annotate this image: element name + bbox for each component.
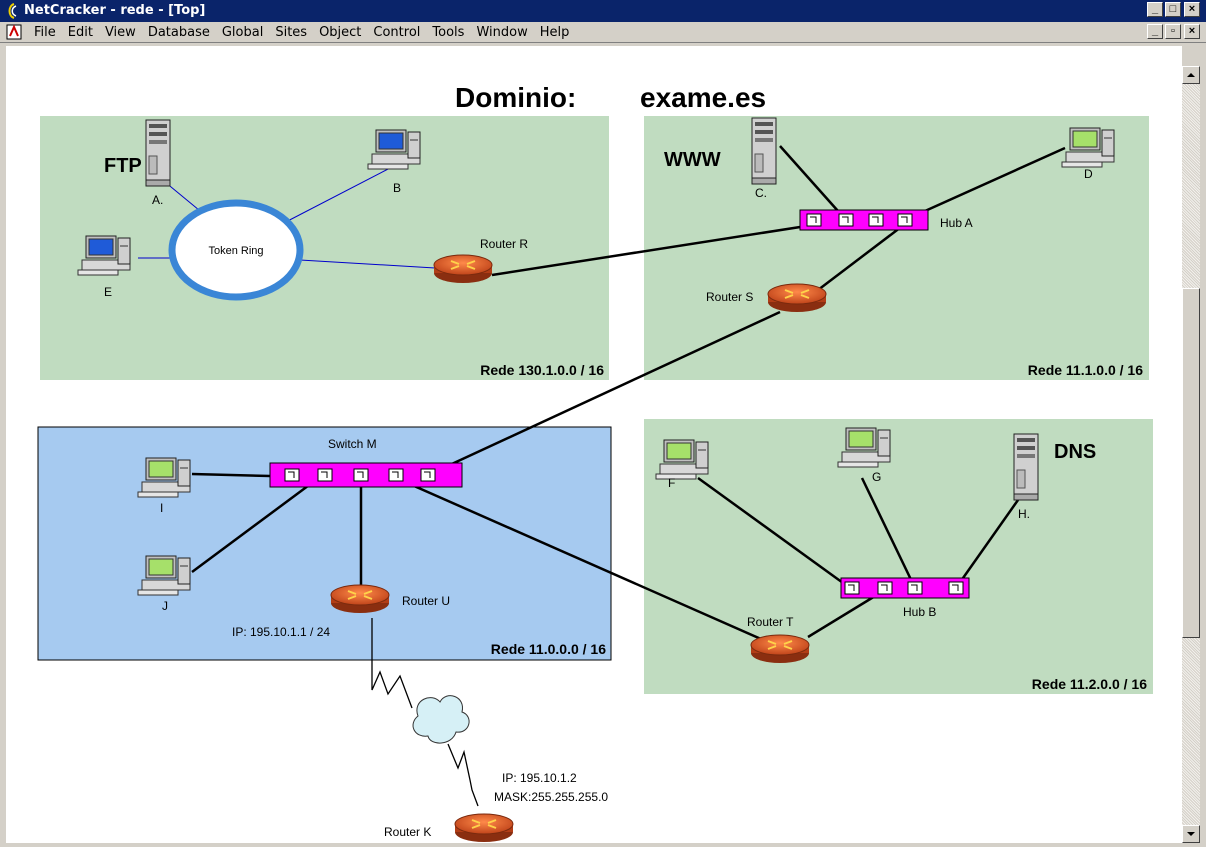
- menu-control[interactable]: Control: [373, 25, 421, 40]
- pc-j-icon[interactable]: [137, 555, 191, 596]
- mdi-restore-button[interactable]: ▫: [1165, 24, 1181, 39]
- segment-130-1[interactable]: [40, 116, 609, 380]
- router-t-icon[interactable]: [750, 634, 810, 664]
- menu-tools[interactable]: Tools: [432, 25, 465, 40]
- host-i-label: I: [160, 501, 163, 515]
- router-k-label: Router K: [384, 825, 431, 839]
- restore-icon: ▫: [1171, 25, 1175, 37]
- host-b-label: B: [393, 181, 401, 195]
- host-g-label: G: [872, 470, 881, 484]
- document-icon[interactable]: [6, 24, 22, 40]
- menu-database[interactable]: Database: [147, 25, 210, 40]
- arrow-down-icon: [1187, 832, 1195, 836]
- token-ring-label: Token Ring: [208, 245, 263, 257]
- pc-e-icon[interactable]: [77, 235, 131, 276]
- scrollbar-thumb[interactable]: [1182, 288, 1200, 638]
- menu-bar: File Edit View Database Global Sites Object Con…: [0, 22, 1206, 43]
- switch-m-label: Switch M: [328, 437, 377, 451]
- segment-11-0-label: Rede 11.0.0.0 / 16: [491, 641, 606, 657]
- restore-icon: □: [1169, 3, 1177, 15]
- ftp-label: FTP: [104, 155, 142, 177]
- server-c-icon[interactable]: [751, 117, 777, 185]
- pc-b-icon[interactable]: [367, 129, 421, 170]
- network-links: [191, 145, 1066, 645]
- host-j-label: J: [162, 599, 168, 613]
- menu-edit[interactable]: Edit: [67, 25, 93, 40]
- hub-b[interactable]: [840, 577, 970, 599]
- scroll-down-button[interactable]: [1182, 825, 1200, 843]
- menu-view[interactable]: View: [104, 25, 136, 40]
- hub-a-label: Hub A: [940, 216, 973, 230]
- router-k-ip-label: IP: 195.10.1.2: [502, 771, 577, 785]
- wan-cloud-icon[interactable]: [412, 695, 470, 744]
- hub-a[interactable]: [799, 209, 929, 231]
- router-s-label: Router S: [706, 290, 753, 304]
- pc-f-icon[interactable]: [655, 439, 709, 480]
- minimize-icon: _: [1151, 3, 1159, 15]
- host-e-label: E: [104, 285, 112, 299]
- domain-heading-value: exame.es: [640, 82, 766, 113]
- host-h-label: H.: [1018, 507, 1030, 521]
- menu-file[interactable]: File: [34, 25, 56, 40]
- segment-130-1-label: Rede 130.1.0.0 / 16: [480, 362, 604, 378]
- server-h-icon[interactable]: [1013, 433, 1039, 501]
- segment-11-1-label: Rede 11.1.0.0 / 16: [1028, 362, 1143, 378]
- router-r-icon[interactable]: [433, 254, 493, 284]
- network-diagram: Dominio: exame.es Token Ring: [37, 82, 1153, 843]
- mdi-minimize-button[interactable]: _: [1147, 24, 1163, 39]
- token-ring[interactable]: Token Ring: [168, 199, 304, 301]
- diagram-canvas[interactable]: Dominio: exame.es Token Ring: [6, 46, 1182, 843]
- host-d-label: D: [1084, 167, 1093, 181]
- router-u-icon[interactable]: [330, 584, 390, 614]
- router-k-mask-label: MASK:255.255.255.0: [494, 790, 608, 804]
- domain-heading-label: Dominio:: [455, 82, 576, 113]
- minimize-icon: _: [1151, 25, 1159, 37]
- close-icon: ×: [1188, 3, 1196, 15]
- vertical-scrollbar[interactable]: [1182, 66, 1200, 843]
- mdi-close-button[interactable]: ×: [1184, 24, 1200, 39]
- close-button[interactable]: ×: [1184, 2, 1200, 17]
- wan-links: [371, 618, 479, 807]
- router-u-label: Router U: [402, 594, 450, 608]
- window-title: NetCracker - rede - [Top]: [24, 3, 206, 18]
- router-r-label: Router R: [480, 237, 528, 251]
- router-t-label: Router T: [747, 615, 794, 629]
- arrow-up-icon: [1187, 73, 1195, 77]
- pc-i-icon[interactable]: [137, 457, 191, 498]
- www-label: WWW: [664, 149, 721, 171]
- server-a-icon[interactable]: [145, 119, 171, 187]
- menu-help[interactable]: Help: [539, 25, 570, 40]
- close-icon: ×: [1188, 25, 1196, 37]
- hub-b-label: Hub B: [903, 605, 936, 619]
- pc-g-icon[interactable]: [837, 427, 891, 468]
- host-a-label: A.: [152, 193, 163, 207]
- pc-d-icon[interactable]: [1061, 127, 1115, 168]
- router-k-icon[interactable]: [454, 813, 514, 843]
- dns-label: DNS: [1054, 441, 1096, 463]
- scroll-up-button[interactable]: [1182, 66, 1200, 84]
- host-f-label: F: [668, 476, 675, 490]
- host-c-label: C.: [755, 186, 767, 200]
- menu-list: File Edit View Database Global Sites Object Con…: [28, 24, 575, 40]
- router-u-ip-label: IP: 195.10.1.1 / 24: [232, 625, 330, 639]
- title-bar: NetCracker - rede - [Top] _ □ ×: [0, 0, 1206, 22]
- netcracker-app-icon[interactable]: [5, 3, 19, 19]
- ring-links: [138, 167, 436, 269]
- menu-object[interactable]: Object: [319, 25, 362, 40]
- segment-11-2-label: Rede 11.2.0.0 / 16: [1032, 676, 1147, 692]
- menu-sites[interactable]: Sites: [275, 25, 308, 40]
- router-s-icon[interactable]: [767, 283, 827, 313]
- menu-global[interactable]: Global: [221, 25, 264, 40]
- menu-window[interactable]: Window: [476, 25, 528, 40]
- host-labels: A. B C. D E F G H. I J: [104, 167, 1093, 613]
- minimize-button[interactable]: _: [1147, 2, 1163, 17]
- restore-button[interactable]: □: [1165, 2, 1181, 17]
- switch-m[interactable]: [269, 462, 463, 488]
